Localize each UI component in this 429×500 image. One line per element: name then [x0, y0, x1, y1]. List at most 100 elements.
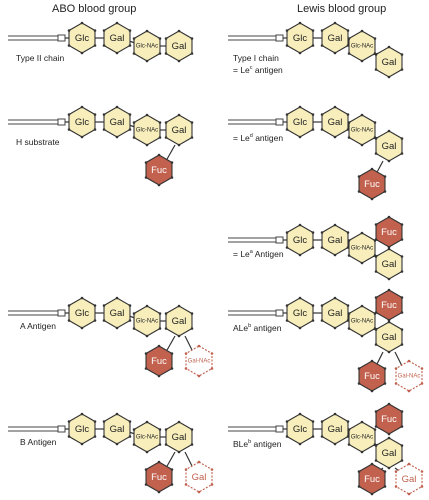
- a-antigen-terminal-gal-vertex-dot: [190, 327, 194, 330]
- type1-chain-line1: Type I chain: [233, 53, 279, 63]
- b-antigen-terminal-gal-vertex-dot: [190, 428, 194, 431]
- type2-glc-vertex-dot: [67, 29, 71, 32]
- lewis-header: Lewis blood group: [297, 3, 387, 15]
- type2-gal-vertex-dot: [102, 44, 106, 47]
- h-substrate-terminal-gal-vertex-dot: [177, 143, 181, 147]
- type1-glcnac-vertex-dot: [373, 37, 377, 40]
- h-substrate-fuc-vertex-dot: [170, 176, 174, 179]
- bleb-fuc-lower-vertex-dot: [357, 485, 361, 488]
- aleb-fuc-upper-vertex-dot: [400, 311, 404, 314]
- led-fuc-vertex-dot: [370, 167, 374, 171]
- type1-glc-vertex-dot: [311, 44, 315, 47]
- led-fuc-vertex-dot: [370, 197, 374, 201]
- b-antigen-gal-vertex-dot: [102, 435, 106, 438]
- bleb-added-gal-label: Gal: [402, 474, 417, 485]
- led-antigen-label: = Led antigen: [233, 131, 283, 143]
- led-terminal-gal: Gal: [374, 129, 404, 163]
- h-substrate-glcnac-vertex-dot: [132, 121, 136, 124]
- b-antigen-gal-vertex-dot: [115, 412, 119, 416]
- bleb-added-gal-vertex-dot: [394, 485, 398, 488]
- h-substrate-glcnac-label: Glc-NAc: [136, 128, 158, 134]
- led-gal-label: Gal: [328, 117, 343, 128]
- type2-glc-vertex-dot: [80, 21, 84, 25]
- b-antigen-glc-vertex-dot: [67, 435, 71, 438]
- h-substrate-terminal-gal-vertex-dot: [190, 121, 194, 124]
- a-antigen-glcnac-vertex-dot: [158, 327, 162, 330]
- a-antigen-fuc: Fuc: [144, 344, 174, 378]
- lea-glc-vertex-dot: [298, 223, 302, 227]
- aleb-glc-vertex-dot: [285, 319, 289, 322]
- led-glc-vertex-dot: [285, 128, 289, 131]
- type1-glcnac-vertex-dot: [347, 37, 351, 40]
- aleb-galnac-vertex-dot: [420, 382, 424, 385]
- bleb-gal-vertex-dot: [346, 420, 350, 423]
- bleb-lipid-tail-anchor: [275, 425, 284, 433]
- aleb-galnac-vertex-dot: [394, 367, 398, 370]
- led-glcnac-vertex-dot: [347, 121, 351, 124]
- led-glcnac: Glc-NAc: [347, 113, 377, 147]
- a-antigen-galnac-vertex-dot: [210, 352, 214, 355]
- bleb-terminal-gal-vertex-dot: [374, 444, 378, 447]
- lec-antigen-line: = Lec antigen: [233, 63, 283, 75]
- lea-terminal-gal-vertex-dot: [400, 255, 404, 258]
- aleb-suffix: antigen: [251, 322, 282, 333]
- aleb-glc-vertex-dot: [311, 319, 315, 322]
- h-substrate-glcnac-vertex-dot: [158, 136, 162, 139]
- lea-prefix: = Le: [233, 248, 250, 259]
- lea-fuc: Fuc: [374, 215, 404, 249]
- aleb-gal-vertex-dot: [333, 326, 337, 330]
- lea-fuc-vertex-dot: [400, 238, 404, 241]
- b-antigen-terminal-gal-vertex-dot: [164, 428, 168, 431]
- lea-antigen-label: = Lea Antigen: [233, 247, 284, 259]
- h-substrate-fuc-vertex-dot: [144, 161, 148, 164]
- b-antigen-added-gal-vertex-dot: [210, 468, 214, 471]
- lea-glc-vertex-dot: [285, 246, 289, 249]
- type1-terminal-gal: Gal: [374, 45, 404, 79]
- type2-chain-label: Type II chain: [16, 53, 65, 63]
- bleb-glc-vertex-dot: [285, 435, 289, 438]
- aleb-glcnac: Glc-NAc: [347, 304, 377, 338]
- type1-terminal-gal-label: Gal: [382, 57, 397, 68]
- type2-gal-vertex-dot: [128, 29, 132, 32]
- a-antigen-glc-vertex-dot: [93, 319, 97, 322]
- aleb-terminal-gal-vertex-dot: [400, 328, 404, 331]
- b-antigen-glcnac-vertex-dot: [145, 420, 149, 424]
- h-substrate-fuc-vertex-dot: [170, 161, 174, 164]
- h-substrate-terminal-gal-vertex-dot: [177, 113, 181, 117]
- aleb-gal-vertex-dot: [320, 319, 324, 322]
- lea-terminal-gal-label: Gal: [382, 259, 397, 270]
- type1-glcnac-vertex-dot: [347, 52, 351, 55]
- aleb-fuc-upper-vertex-dot: [387, 288, 391, 292]
- aleb-fuc-lower-vertex-dot: [357, 382, 361, 385]
- aleb-glc-vertex-dot: [298, 296, 302, 300]
- aleb-fuc-upper-vertex-dot: [387, 318, 391, 322]
- bleb-glc-vertex-dot: [285, 420, 289, 423]
- bleb-terminal-gal: Gal: [374, 436, 404, 470]
- type1-glcnac-vertex-dot: [360, 29, 364, 33]
- type2-terminal-gal: Gal: [164, 29, 194, 63]
- aleb-terminal-gal-vertex-dot: [387, 320, 391, 324]
- led-prefix: = Le: [233, 132, 250, 143]
- b-antigen-terminal-gal-label: Gal: [172, 432, 187, 443]
- aleb-gal: Gal: [320, 296, 350, 330]
- a-antigen-glcnac-vertex-dot: [132, 312, 136, 315]
- type1-terminal-gal-vertex-dot: [400, 53, 404, 56]
- lea-glcnac-label: Glc-NAc: [351, 246, 373, 252]
- lea-glcnac-vertex-dot: [360, 231, 364, 235]
- bleb-terminal-gal-label: Gal: [382, 448, 397, 459]
- b-antigen-gal: Gal: [102, 412, 132, 446]
- led-glcnac-vertex-dot: [360, 113, 364, 117]
- b-antigen-glcnac-vertex-dot: [158, 428, 162, 431]
- bleb-terminal-gal-vertex-dot: [400, 459, 404, 462]
- lea-fuc-vertex-dot: [374, 223, 378, 226]
- type2-glcnac-vertex-dot: [158, 52, 162, 55]
- lea-glc-vertex-dot: [285, 231, 289, 234]
- bleb-fuc-lower-vertex-dot: [370, 492, 374, 496]
- led-gal-vertex-dot: [333, 135, 337, 139]
- bleb-added-gal: Gal: [394, 462, 424, 496]
- led-fuc-label: Fuc: [364, 179, 380, 190]
- lea-gal-vertex-dot: [333, 253, 337, 257]
- h-substrate-fuc-vertex-dot: [157, 153, 161, 157]
- type2-glcnac: Glc-NAc: [132, 29, 162, 63]
- h-substrate-fuc-vertex-dot: [144, 176, 148, 179]
